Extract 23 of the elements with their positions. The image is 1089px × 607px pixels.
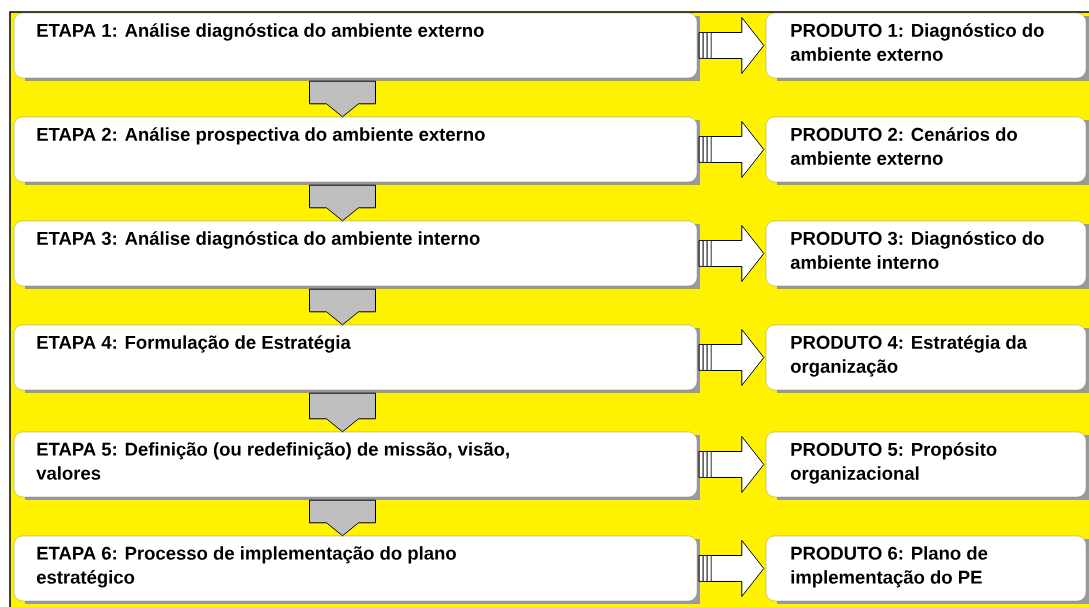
down-arrow (309, 184, 376, 222)
process-box: ETAPA 4: Formulação de Estratégia (13, 324, 700, 393)
process-box: PRODUTO 6: Plano de implementação do PE (765, 535, 1089, 604)
block-arrow (698, 436, 765, 493)
process-box: PRODUTO 3: Diagnóstico do ambiente interno (765, 220, 1089, 289)
process-box: PRODUTO 4: Estratégia da organização (765, 324, 1089, 393)
down-arrow (309, 392, 376, 433)
process-box: ETAPA 6: Processo de implementação do plano estratégico (13, 535, 700, 604)
block-arrow (698, 121, 765, 178)
process-box: PRODUTO 2: Cenários do ambiente externo (765, 116, 1089, 185)
process-box: ETAPA 1: Análise diagnóstica do ambiente externo (13, 12, 700, 81)
block-arrow (698, 17, 765, 74)
block-arrow (698, 225, 765, 282)
process-box: PRODUTO 5: Propósito organizacional (765, 431, 1089, 500)
down-arrow (309, 80, 376, 118)
process-box: ETAPA 5: Definição (ou redefinição) de missão, visão, valores (13, 431, 700, 500)
down-arrow (309, 499, 376, 537)
block-arrow (698, 329, 765, 386)
process-box: ETAPA 2: Análise prospectiva do ambiente externo (13, 116, 700, 185)
block-arrow (698, 540, 765, 597)
process-box: PRODUTO 1: Diagnóstico do ambiente externo (765, 12, 1089, 81)
down-arrow (309, 288, 376, 326)
process-box: ETAPA 3: Análise diagnóstica do ambiente interno (13, 220, 700, 289)
